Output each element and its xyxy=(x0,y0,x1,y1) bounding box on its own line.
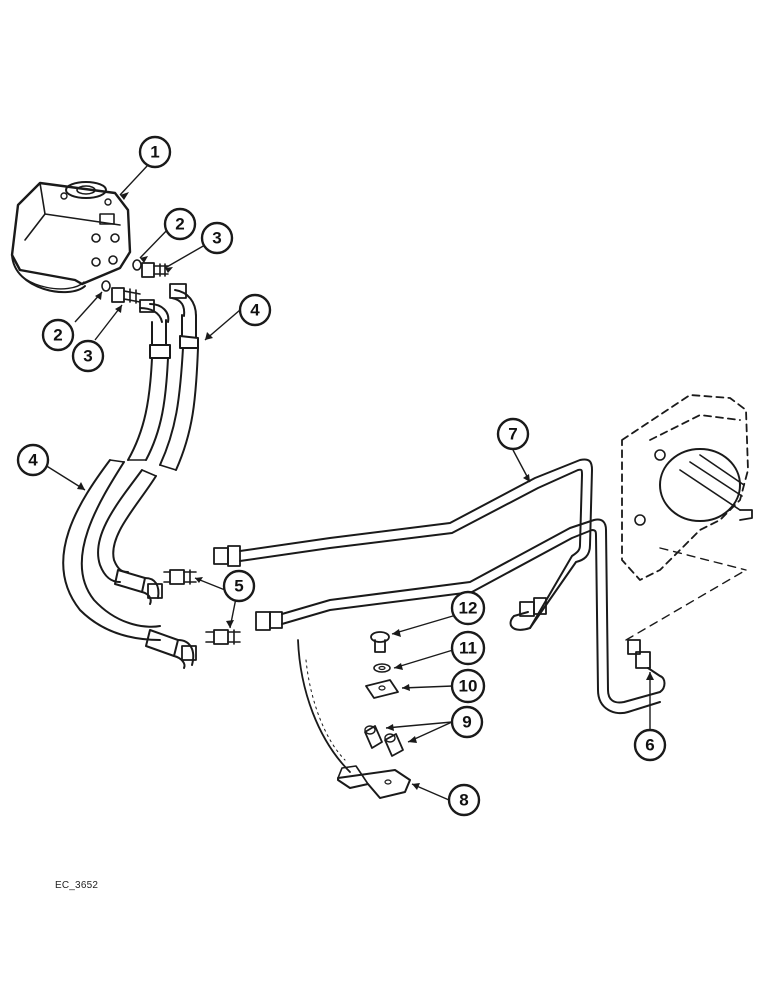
arrowheads xyxy=(77,192,654,790)
svg-text:12: 12 xyxy=(459,599,478,618)
svg-text:2: 2 xyxy=(53,326,62,345)
o-ring xyxy=(101,259,142,292)
callout-11: 11 xyxy=(450,630,486,666)
callout-7: 7 xyxy=(496,417,530,451)
svg-text:2: 2 xyxy=(175,215,184,234)
callout-2-upper: 2 xyxy=(163,207,197,241)
washer xyxy=(373,663,391,673)
callout-5: 5 xyxy=(222,569,256,603)
svg-text:5: 5 xyxy=(234,577,243,596)
adapter xyxy=(111,262,169,304)
svg-text:3: 3 xyxy=(83,347,92,366)
svg-text:8: 8 xyxy=(459,791,468,810)
callout-9: 9 xyxy=(450,705,484,739)
pump-housing xyxy=(621,394,753,641)
svg-text:9: 9 xyxy=(462,713,471,732)
callout-4-lower: 4 xyxy=(16,443,50,477)
svg-text:3: 3 xyxy=(212,229,221,248)
mounting-bolt xyxy=(370,631,390,653)
drawing-code: EC_3652 xyxy=(55,880,99,891)
svg-text:7: 7 xyxy=(508,425,517,444)
callout-3-lower: 3 xyxy=(71,339,105,373)
svg-text:10: 10 xyxy=(459,677,478,696)
callout-12: 12 xyxy=(450,590,486,626)
adapter-5 xyxy=(163,569,241,645)
svg-text:4: 4 xyxy=(250,301,260,320)
svg-text:6: 6 xyxy=(645,736,654,755)
clamp-plate xyxy=(365,679,399,699)
callout-2-lower: 2 xyxy=(41,318,75,352)
mounting-bracket xyxy=(337,765,411,799)
callout-1: 1 xyxy=(138,135,172,169)
callout-10: 10 xyxy=(450,668,486,704)
steering-unit xyxy=(10,181,132,294)
grommet xyxy=(364,725,404,757)
callout-4-upper: 4 xyxy=(238,293,272,327)
svg-text:4: 4 xyxy=(28,451,38,470)
frame-outline xyxy=(297,639,351,773)
steel-tube xyxy=(213,458,666,715)
svg-text:1: 1 xyxy=(150,143,159,162)
hydraulic-hose xyxy=(62,283,199,669)
callout-8: 8 xyxy=(447,783,481,817)
callout-6: 6 xyxy=(633,728,667,762)
svg-text:11: 11 xyxy=(459,639,477,658)
callout-3-upper: 3 xyxy=(200,221,234,255)
